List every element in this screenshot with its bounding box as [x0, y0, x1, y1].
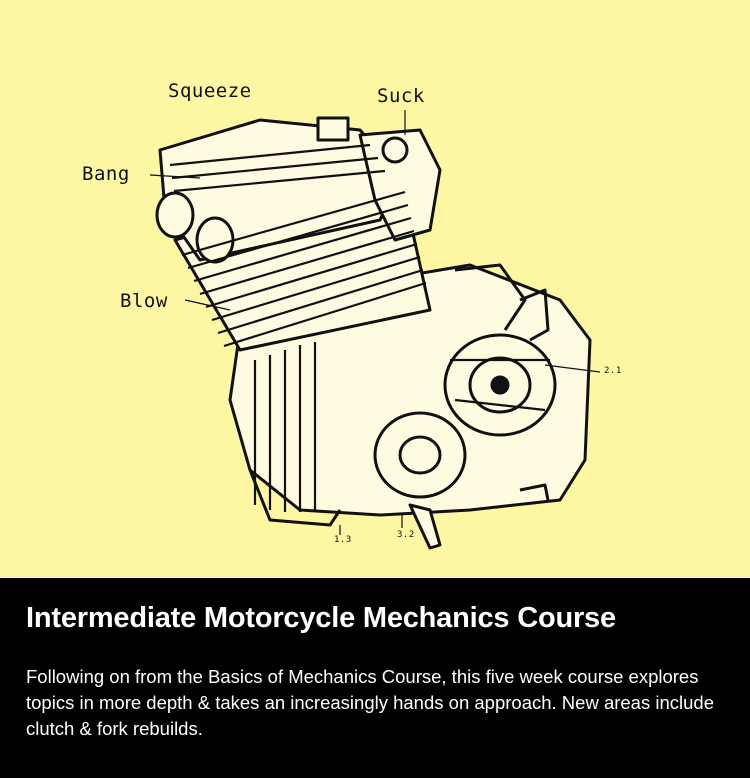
blow-label: Blow [120, 290, 168, 312]
part-ref-bottom-mid: 3.2 [397, 530, 415, 540]
bang-label: Bang [82, 163, 130, 185]
part-ref-bottom-left: 1.3 [334, 535, 352, 545]
suck-label: Suck [377, 85, 425, 107]
course-title[interactable]: Intermediate Motorcycle Mechanics Course [26, 602, 616, 634]
course-description: Following on from the Basics of Mechanic… [26, 666, 714, 739]
engine-illustration-panel: Squeeze Suck Bang Blow 2.1 1.3 3.2 [0, 0, 750, 578]
squeeze-label: Squeeze [168, 80, 252, 102]
course-caption: Intermediate Motorcycle Mechanics Course… [0, 578, 750, 778]
part-ref-right: 2.1 [604, 366, 622, 376]
engine-illustration [149, 110, 601, 550]
